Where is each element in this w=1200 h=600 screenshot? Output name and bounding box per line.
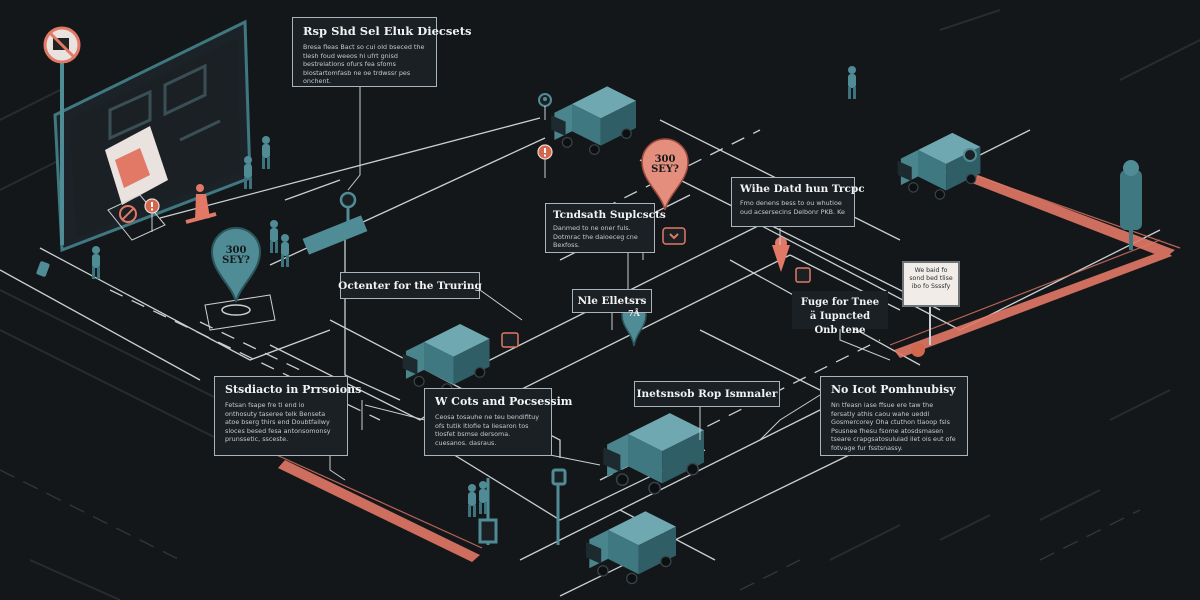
callout-title: Rsp Shd Sel Eluk Diecsets: [303, 24, 472, 38]
callout-title: Inetsnsob Rop Ismnaler: [636, 388, 778, 400]
callout-title: Tcndsath Suplcscts: [553, 209, 666, 221]
callout-wihe-datd: Wihe Datd hun Trcpc Fmo denens bess to o…: [731, 177, 865, 227]
pin-line-2: SEY?: [651, 164, 679, 175]
callout-octenter: Octenter for the Truring: [338, 272, 482, 299]
info-sign: We baid fo sond bed tlise ibo fo Ssssfy: [902, 261, 960, 307]
callout-no-icot: No Icot Pomhnubisy Nn tfeasn iase ffsue …: [820, 376, 968, 456]
callout-title: Nle Elletsrs: [577, 295, 647, 307]
no-truck-icon: [43, 26, 81, 245]
pin-line-1: 7Å: [628, 308, 640, 318]
map-pin-salmon[interactable]: 300 SEY?: [642, 145, 688, 203]
info-sign-text: We baid fo sond bed tlise ibo fo Ssssfy: [909, 267, 953, 290]
pin-line-2: SEY?: [222, 255, 250, 266]
callout-title: Wihe Datd hun Trcpc: [740, 183, 865, 195]
callout-body: Fmo denens bess to ou whutioe oud acsers…: [740, 199, 845, 216]
callout-stsdiacto: Stsdiacto in Prrsoions Fetsan fsape fre …: [214, 376, 362, 456]
pin-line-1: 300: [225, 245, 247, 256]
callout-title: W Cots and Pocsessim: [435, 395, 573, 408]
callout-body: Nn tfeasn iase ffsue ere taw the fersatl…: [831, 401, 956, 452]
callout-title: No Icot Pomhnubisy: [831, 383, 956, 396]
callout-w-cots: W Cots and Pocsessim Ceosa tosauhe ne te…: [424, 388, 573, 456]
callout-top-center: Rsp Shd Sel Eluk Diecsets Bresa fleas Ba…: [292, 17, 472, 87]
map-pin-small[interactable]: 7Å: [611, 303, 657, 361]
callout-title: Octenter for the Truring: [338, 279, 482, 292]
callout-body: Bresa fleas Bact so cui old bseced the t…: [303, 43, 425, 86]
map-pin-teal[interactable]: 300 SEY?: [213, 236, 259, 294]
callout-body: Ceosa tosauhe ne teu bendifituy ofs tuti…: [435, 413, 540, 447]
callout-title: Fuge for Tnee ä Iupncted Onb tene: [800, 297, 880, 336]
callout-tcndsath: Tcndsath Suplcscts Danmed to ne oner ful…: [545, 203, 666, 253]
callout-nle-elletsrs: Nle Elletsrs: [572, 289, 652, 313]
pin-line-1: 300: [654, 154, 676, 165]
callout-inetsnsob: Inetsnsob Rop Ismnaler: [634, 381, 780, 407]
callout-fuge: Fuge for Tnee ä Iupncted Onb tene: [792, 291, 888, 336]
callout-body: Fetsan fsape fre ti end io onthosuty tas…: [225, 401, 331, 444]
callout-body: Danmed to ne oner fuls. Dotmrac the daio…: [553, 224, 638, 250]
callout-title: Stsdiacto in Prrsoions: [225, 383, 362, 396]
